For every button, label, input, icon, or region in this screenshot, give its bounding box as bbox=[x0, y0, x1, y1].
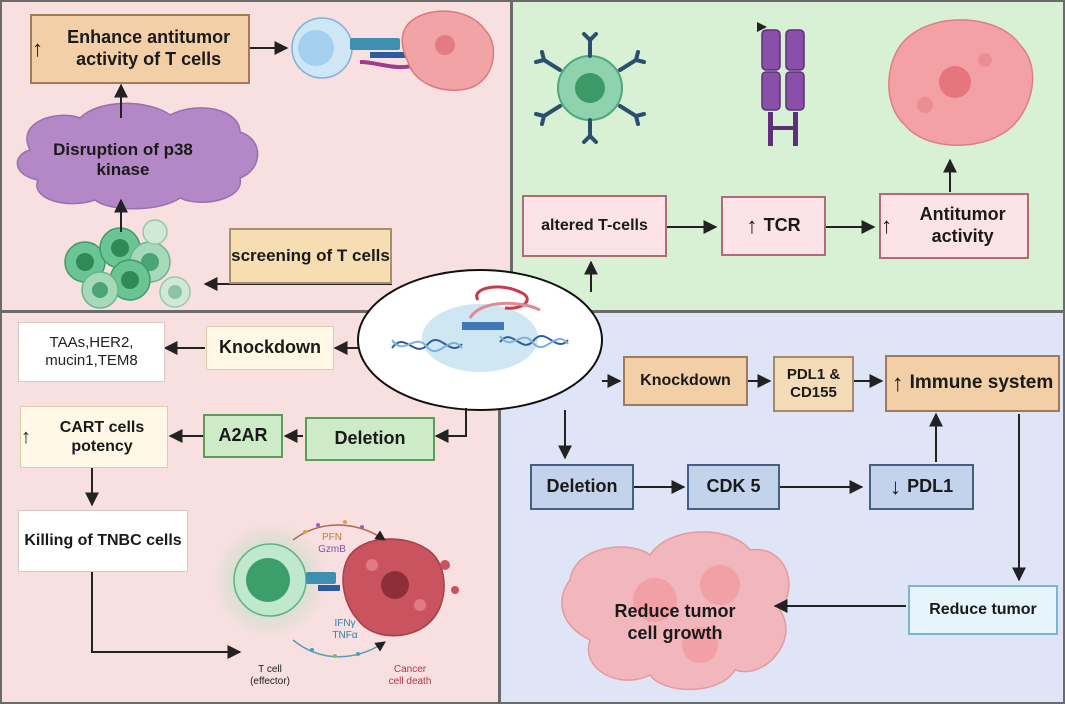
tcell-cluster-icon bbox=[64, 219, 191, 309]
cancer-sublabel: cell death bbox=[389, 676, 432, 687]
pdl1-box: ↓ PDL1 bbox=[869, 464, 974, 510]
tcell-sublabel: (effector) bbox=[250, 676, 290, 687]
effector-tcell-killing-icon: PFN GzmB IFNγ TNFα T cell (effector) Can… bbox=[212, 520, 459, 687]
gzmb-label: GzmB bbox=[318, 544, 346, 555]
tcell-label: T cell bbox=[258, 664, 282, 675]
taas-targets-box: TAAs,HER2, mucin1,TEM8 bbox=[18, 322, 165, 382]
tumor-cluster-icon bbox=[561, 531, 790, 691]
reduce-growth-label: Reduce tumor cell growth bbox=[614, 601, 736, 643]
tcr-box: ↑ TCR bbox=[721, 196, 826, 256]
p38-cloud-shape bbox=[16, 102, 259, 210]
deletion-right-box: Deletion bbox=[530, 464, 634, 510]
killing-tnbc-box: Killing of TNBC cells bbox=[18, 510, 188, 572]
a2ar-box: A2AR bbox=[203, 414, 283, 458]
arrow-up-icon: ↑ bbox=[21, 426, 31, 448]
antibody-tcell-icon bbox=[534, 32, 646, 144]
arrow-up-icon: ↑ bbox=[32, 35, 44, 61]
tnfa-label: TNFα bbox=[332, 630, 357, 641]
tumor-cell-icon bbox=[888, 19, 1034, 146]
cancer-label: Cancer bbox=[394, 664, 427, 675]
cdk5-box: CDK 5 bbox=[687, 464, 780, 510]
arrow-up-icon: ↑ bbox=[891, 369, 904, 397]
tcell-engaging-tumor-icon bbox=[291, 10, 495, 91]
reduce-tumor-box: Reduce tumor bbox=[908, 585, 1058, 635]
arrow-down-icon: ↓ bbox=[889, 473, 902, 499]
immune-system-box: ↑ Immune system bbox=[885, 355, 1060, 412]
pfn-label: PFN bbox=[322, 532, 342, 543]
deletion-left-box: Deletion bbox=[305, 417, 435, 461]
ifny-label: IFNγ bbox=[334, 618, 355, 629]
enhance-antitumor-box: ↑ Enhance antitumor activity of T cells bbox=[30, 14, 250, 84]
pdl1-cd155-box: PDL1 & CD155 bbox=[773, 356, 854, 412]
arrow-up-icon: ↑ bbox=[746, 212, 758, 238]
tcr-receptor-icon bbox=[757, 22, 805, 146]
antitumor-activity-box: ↑ Antitumor activity bbox=[879, 193, 1029, 259]
altered-tcells-box: altered T-cells bbox=[522, 195, 667, 257]
cart-potency-box: ↑ CART cells potency bbox=[20, 406, 168, 468]
disruption-p38-label: Disruption of p38 kinase bbox=[53, 139, 193, 179]
crispr-dna-icon bbox=[357, 269, 603, 411]
arrow-up-icon: ↑ bbox=[881, 212, 893, 238]
screening-tcells-box: screening of T cells bbox=[229, 228, 392, 284]
knockdown-left-box: Knockdown bbox=[206, 326, 334, 370]
knockdown-right-box: Knockdown bbox=[623, 356, 748, 406]
